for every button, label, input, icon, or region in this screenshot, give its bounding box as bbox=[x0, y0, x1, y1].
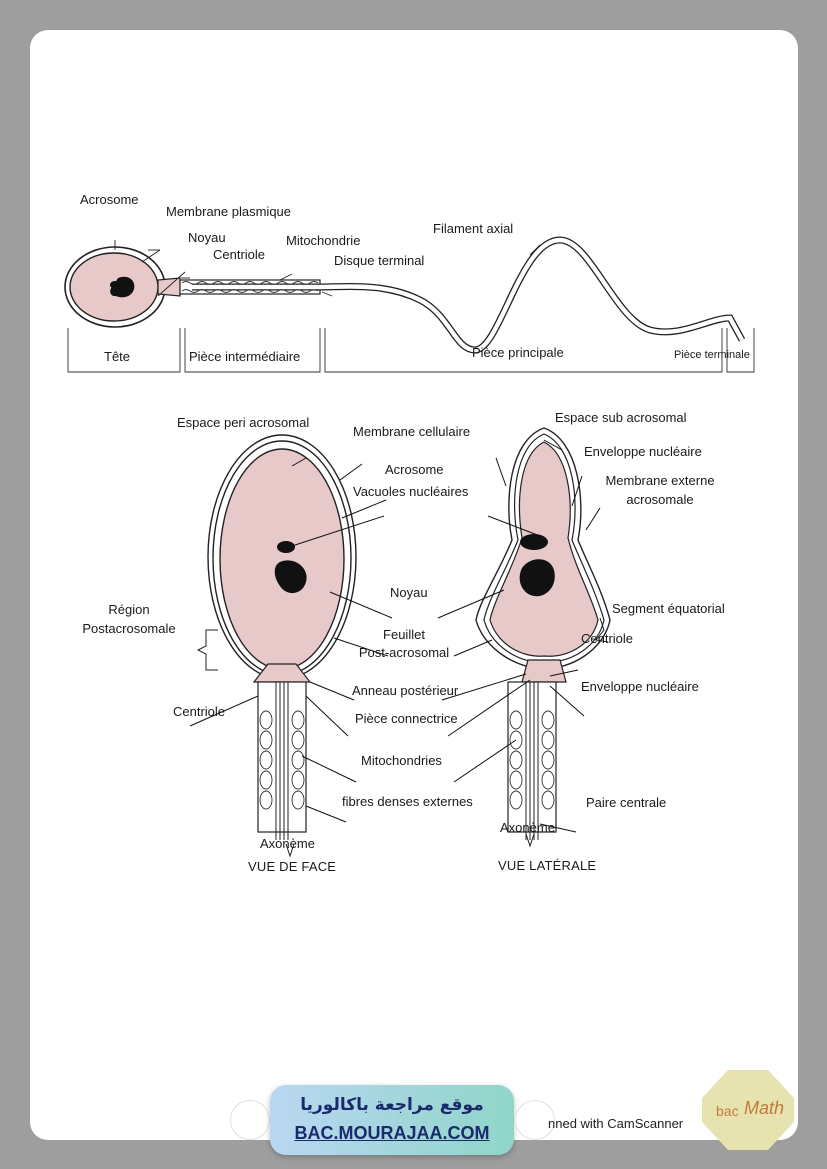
label-disque-terminal: Disque terminal bbox=[334, 253, 425, 268]
nucleus-blob-2 bbox=[110, 281, 120, 289]
label-centriole-top: Centriole bbox=[213, 247, 266, 262]
label-region-1: Région bbox=[108, 602, 150, 617]
camscanner-watermark: nned with CamScanner bbox=[548, 1116, 684, 1131]
document-page: Acrosome Membrane plasmique Noyau Mitoch… bbox=[30, 30, 798, 1140]
label-feuillet-1: Feuillet bbox=[383, 627, 425, 642]
label-fibres: fibres denses externes bbox=[342, 794, 473, 809]
lateral-view bbox=[475, 427, 611, 848]
label-centriole-right: Centriole bbox=[581, 631, 634, 646]
label-paire-centrale: Paire centrale bbox=[586, 795, 667, 810]
site-banner[interactable]: موقع مراجعة باكالوريا BAC.MOURAJAA.COM bbox=[270, 1085, 514, 1155]
label-anneau: Anneau postérieur bbox=[352, 683, 459, 698]
label-centriole-left: Centriole bbox=[173, 704, 226, 719]
label-piece-principale: Pièce principale bbox=[472, 345, 564, 360]
label-region-2: Postacrosomale bbox=[82, 621, 176, 636]
label-mitochondries: Mitochondries bbox=[361, 753, 442, 768]
label-piece-intermediaire: Pièce intermédiaire bbox=[189, 349, 301, 364]
site-logo-left bbox=[230, 1100, 270, 1140]
label-membrane-externe-2: acrosomale bbox=[626, 492, 694, 507]
label-filament-axial: Filament axial bbox=[433, 221, 514, 236]
label-vue-face: VUE DE FACE bbox=[248, 859, 337, 874]
label-axoneme-left: Axonème bbox=[260, 836, 315, 851]
banner-arabic-text: موقع مراجعة باكالوريا bbox=[300, 1095, 484, 1115]
label-membrane-externe-1: Membrane externe bbox=[605, 473, 715, 488]
label-mitochondrie: Mitochondrie bbox=[286, 233, 361, 248]
label-tete: Tête bbox=[104, 349, 131, 364]
badge-text-bac: bac bbox=[716, 1103, 739, 1119]
label-membrane-cellulaire: Membrane cellulaire bbox=[353, 424, 471, 439]
label-acrosome-top: Acrosome bbox=[80, 192, 139, 207]
label-vue-laterale: VUE LATÉRALE bbox=[498, 858, 597, 873]
bacmath-badge: bac Math bbox=[702, 1070, 794, 1150]
label-axoneme-right: Axonème bbox=[500, 820, 555, 835]
label-espace-sub: Espace sub acrosomal bbox=[555, 410, 687, 425]
label-piece-connectrice: Pièce connectrice bbox=[355, 711, 458, 726]
spermatozoon-diagram bbox=[64, 236, 755, 373]
label-enveloppe-nucleaire-2: Enveloppe nucléaire bbox=[581, 679, 699, 694]
label-acrosome-mid: Acrosome bbox=[385, 462, 444, 477]
label-espace-peri: Espace peri acrosomal bbox=[177, 415, 310, 430]
site-logo-right bbox=[515, 1100, 555, 1140]
label-membrane-plasmique: Membrane plasmique bbox=[166, 204, 292, 219]
label-noyau-top: Noyau bbox=[188, 230, 226, 245]
front-view bbox=[207, 434, 357, 858]
label-vacuoles: Vacuoles nucléaires bbox=[353, 484, 469, 499]
banner-site-link[interactable]: BAC.MOURAJAA.COM bbox=[294, 1123, 490, 1143]
label-feuillet-2: Post-acrosomal bbox=[358, 645, 450, 660]
label-noyau-mid: Noyau bbox=[390, 585, 428, 600]
label-piece-terminale: Pièce terminale bbox=[674, 349, 750, 361]
label-enveloppe-nucleaire-1: Enveloppe nucléaire bbox=[584, 444, 702, 459]
head-views-diagram bbox=[189, 427, 611, 858]
badge-text-math: Math bbox=[744, 1098, 784, 1118]
label-segment-equatorial: Segment équatorial bbox=[612, 601, 725, 616]
